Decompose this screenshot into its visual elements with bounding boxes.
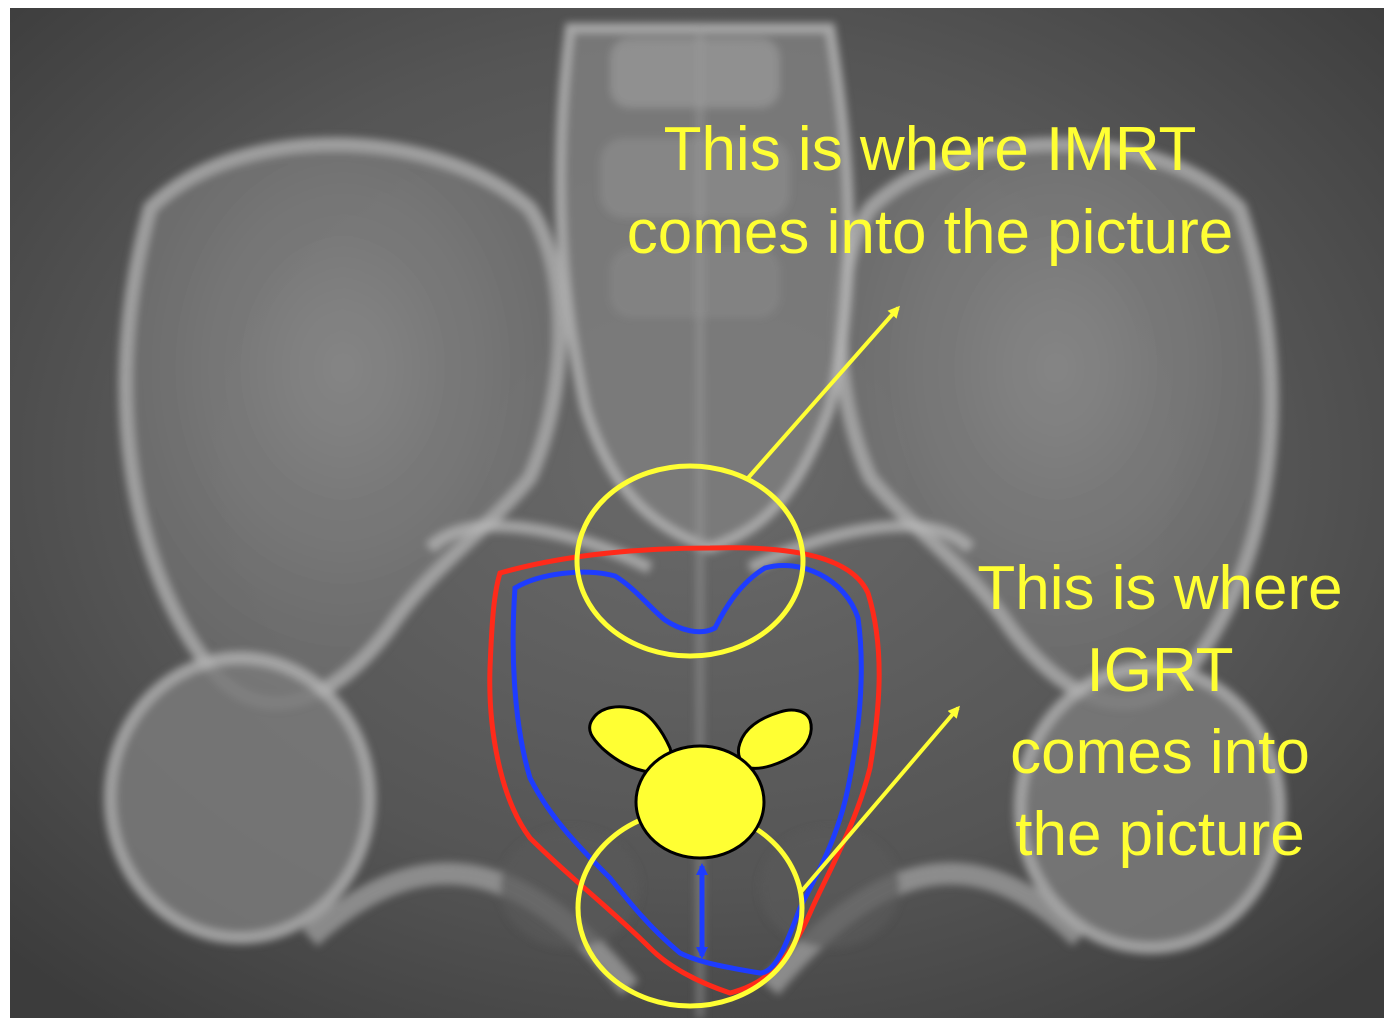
igrt-caption: This is where IGRT comes into the pictur… [940, 548, 1380, 876]
imrt-caption: This is where IMRT comes into the pictur… [570, 108, 1290, 274]
imrt-caption-line-2: comes into the picture [570, 191, 1290, 274]
igrt-caption-line-3: comes into [940, 712, 1380, 794]
igrt-caption-line-4: the picture [940, 794, 1380, 876]
igrt-caption-line-2: IGRT [940, 630, 1380, 712]
imrt-caption-line-1: This is where IMRT [570, 108, 1290, 191]
xray-frame: This is where IMRT comes into the pictur… [10, 8, 1384, 1018]
igrt-caption-line-1: This is where [940, 548, 1380, 630]
